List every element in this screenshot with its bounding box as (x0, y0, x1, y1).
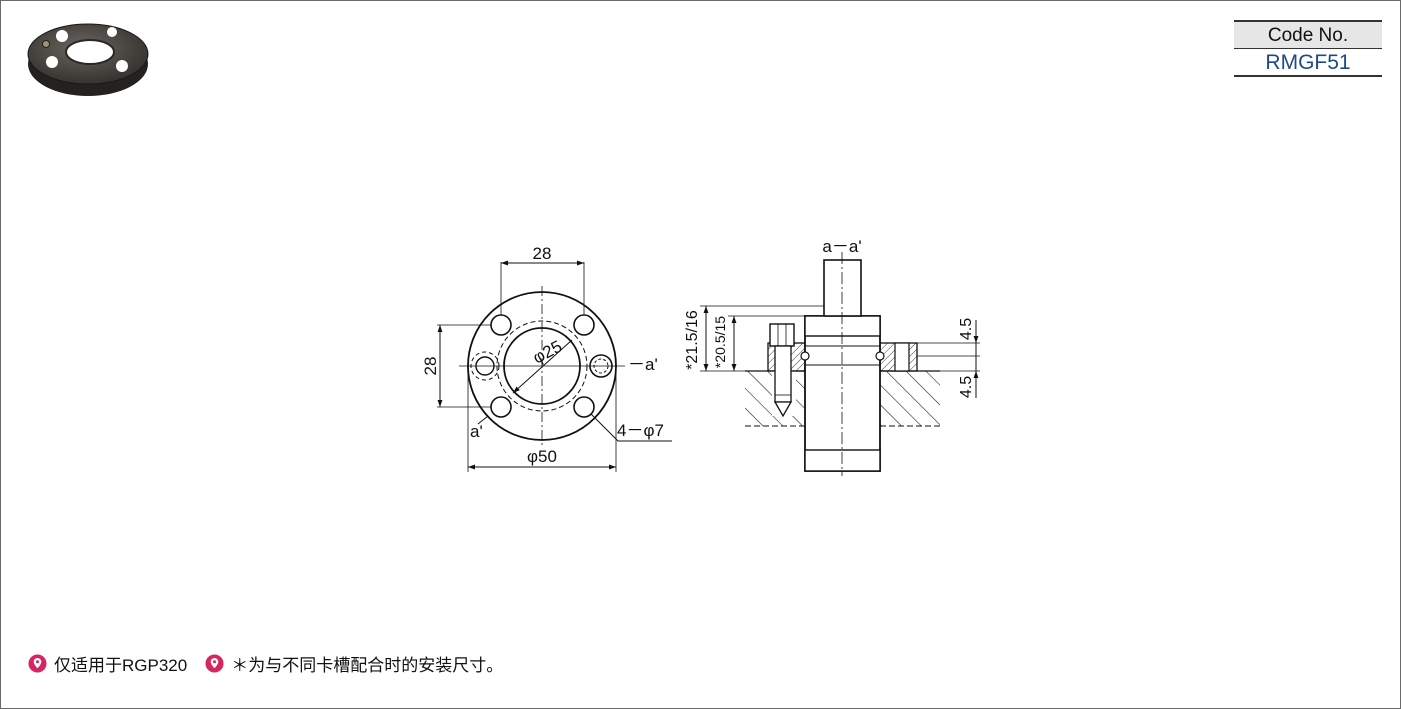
dim-holes: 4－φ7 (617, 421, 664, 440)
note-text: ＊为与不同卡槽配合时的安装尺寸。 (231, 655, 504, 675)
pin-marker-icon (28, 653, 47, 673)
dim-lower: 4.5 (958, 376, 975, 398)
code-value: RMGF51 (1265, 51, 1351, 74)
dim-overall: *21.5/16 (684, 310, 701, 370)
dim-top: 28 (533, 244, 552, 263)
mount-hole (490, 314, 512, 336)
notes-bar: 仅适用于RGP320 ＊为与不同卡槽配合时的安装尺寸。 (28, 650, 521, 676)
section-title: a－a' (822, 237, 861, 256)
note-text: 仅适用于RGP320 (54, 655, 188, 675)
code-label: Code No. (1234, 22, 1382, 49)
dim-inner: *20.5/15 (712, 316, 728, 368)
mount-hole (573, 314, 595, 336)
note-item: 仅适用于RGP320 (28, 651, 187, 676)
front-view (437, 260, 672, 472)
section-mark-left: a' (470, 422, 483, 441)
note-item: ＊为与不同卡槽配合时的安装尺寸。 (205, 651, 503, 676)
dim-left: 28 (421, 357, 440, 376)
dim-outer-dia: φ50 (527, 447, 557, 466)
dim-inner-dia: φ25 (530, 337, 565, 368)
mounting-flange-photo (27, 23, 149, 96)
section-mark-right: －a' (628, 355, 658, 374)
dim-upper: 4.5 (958, 318, 975, 340)
code-number-box: Code No. RMGF51 (1234, 20, 1382, 77)
pin-marker-icon (205, 653, 224, 673)
mount-hole (490, 396, 512, 418)
section-view (700, 252, 980, 476)
mount-hole (573, 396, 595, 418)
